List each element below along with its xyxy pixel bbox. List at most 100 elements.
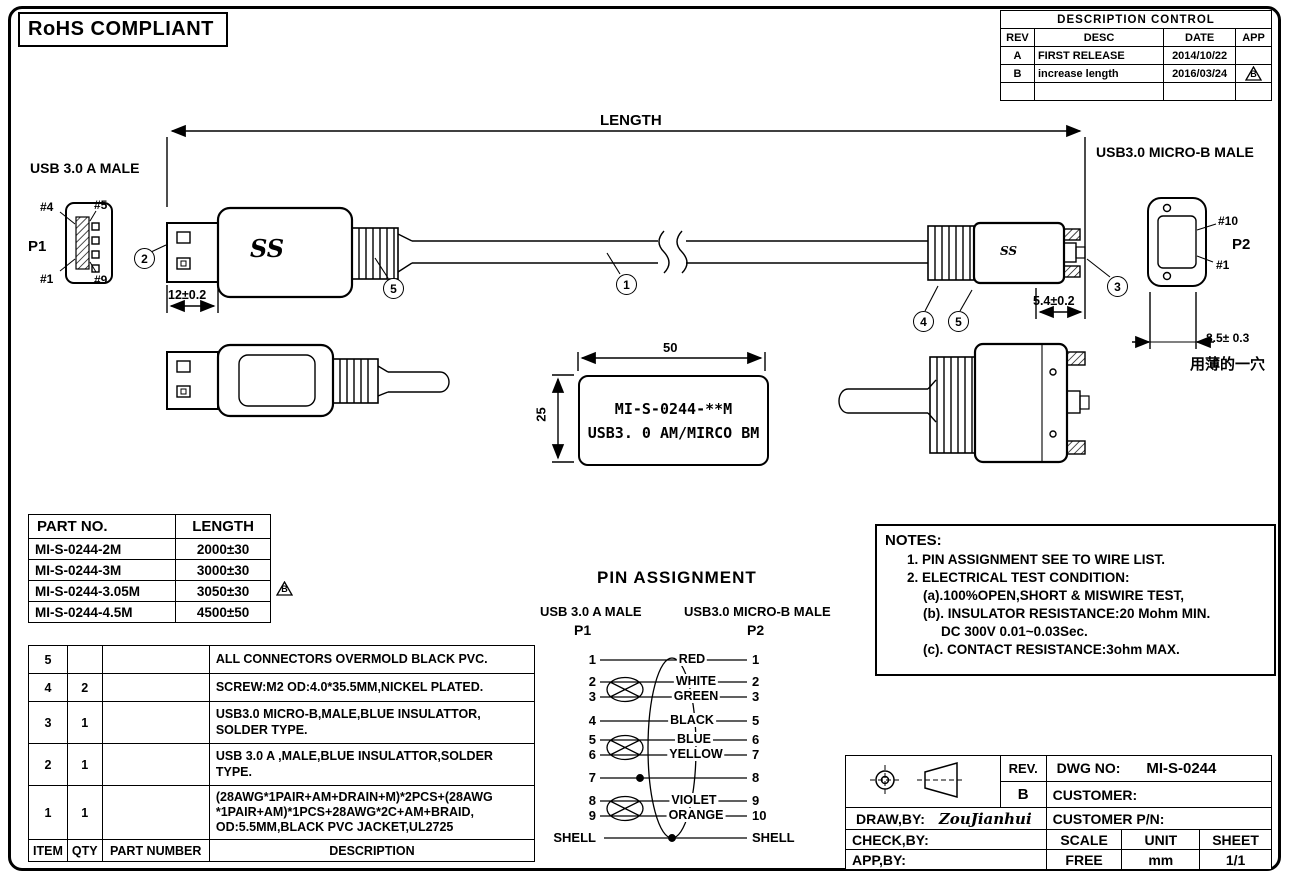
wire-color-label: ORANGE [666,808,726,822]
description-control-table: DESCRIPTION CONTROL REV DESC DATE APP A … [1000,10,1272,101]
table-row: 1 1 (28AWG*1PAIR+AM+DRAIN+M)*2PCS+(28AWG… [28,785,536,840]
length-cell: 2000±30 [175,538,271,560]
usb-a-connector-top [166,206,413,299]
dwg-no-value: MI-S-0244 [1146,760,1217,777]
item-cell: 3 [28,701,68,744]
rev-cell: B [1000,64,1035,83]
table-row: MI-S-0244-4.5M 4500±50 [27,601,271,623]
app-cell: B [1235,64,1272,83]
pin-left: 8 [588,793,596,808]
desc-cell: increase length [1033,64,1165,83]
note-line: (c). CONTACT RESISTANCE:3ohm MAX. [923,642,1180,657]
pin-left: 6 [588,747,596,762]
superspeed-logo-small-icon: SS [1000,244,1018,258]
dim-12 [166,285,219,313]
sheet-border [8,6,1281,871]
title-block: REV. DWG NO: MI-S-0244 B CUSTOMER: DRAW,… [845,755,1273,870]
empty-cell [1000,82,1035,101]
customer-cell: CUSTOMER: [1045,781,1273,808]
micro-b-connector-top [927,221,1086,285]
notes-title: NOTES: [885,532,942,549]
table-row: MI-S-0244-3M 3000±30 [27,559,271,581]
col-footer-description: DESCRIPTION [208,839,536,862]
qty-cell: 2 [66,673,103,702]
callout-1: 1 [616,274,637,295]
pin-left: 4 [588,713,596,728]
label-box-dims [551,351,766,463]
part-length-table: PART NO. LENGTH MI-S-0244-2M 2000±30 MI-… [27,514,271,623]
length-cell: 4500±50 [175,601,271,623]
pin-left: 5 [588,732,596,747]
table-row: B increase length 2016/03/24 B [1000,64,1272,83]
scale-header: SCALE [1045,829,1123,850]
dim-8-5 [1132,292,1214,349]
micro-b-connector-bottom [838,342,1090,464]
table-row: CHECK,BY: SCALE UNIT SHEET [845,829,1272,850]
description-cell: (28AWG*1PAIR+AM+DRAIN+M)*2PCS+(28AWG *1P… [208,785,536,840]
table-row: A FIRST RELEASE 2014/10/22 [1000,46,1272,65]
label-line-2: USB3. 0 AM/MIRCO BM [587,423,760,442]
revision-letter: B [281,584,288,595]
col-header-desc: DESC [1033,28,1165,47]
part-no-cell: MI-S-0244-4.5M [27,601,177,623]
callout-5b: 5 [948,311,969,332]
pin-right: 5 [752,713,760,728]
note-line: 1. PIN ASSIGNMENT SEE TO WIRE LIST. [907,552,1166,567]
unit-header: UNIT [1121,829,1201,850]
pin-left: 7 [588,770,596,785]
pin-left: 3 [588,689,596,704]
callout-3: 3 [1107,276,1128,297]
part-no-cell: MI-S-0244-3.05M [27,580,177,602]
check-by-cell: CHECK,BY: [845,829,1047,850]
col-header-app: APP [1235,28,1272,47]
callout-2: 2 [134,248,155,269]
revision-triangle: B [1245,66,1263,81]
rev-value: B [999,781,1047,808]
dim-8-5-label: 8.5± 0.3 [1206,331,1250,345]
usb-a-male-label: USB 3.0 A MALE [30,160,140,176]
part-no-cell: MI-S-0244-3M [27,559,177,581]
pin-right: 2 [752,674,760,689]
date-cell: 2016/03/24 [1163,64,1237,83]
table-row: DESCRIPTION CONTROL [1000,10,1272,29]
draw-by-label: DRAW,BY: [856,810,925,827]
pin-1-right-label: #1 [1216,258,1230,272]
part-number-cell [101,743,210,786]
table-row: REV. DWG NO: MI-S-0244 [845,755,1273,808]
table-row: 3 1 USB3.0 MICRO-B,MALE,BLUE INSULATTOR,… [28,701,536,744]
item-cell: 1 [28,785,68,840]
note-line: (b). INSULATOR RESISTANCE:20 Mohm MIN. [923,606,1211,621]
col-footer-item: ITEM [28,839,68,862]
wire-color-label: GREEN [671,689,721,703]
description-cell: USB 3.0 A ,MALE,BLUE INSULATTOR,SOLDER T… [208,743,536,786]
sheet-header: SHEET [1199,829,1272,850]
dim-50-label: 50 [663,340,678,355]
pin-right: 6 [752,732,760,747]
table-row: REV DESC DATE APP [1000,28,1272,47]
unit-value: mm [1121,849,1201,870]
col-footer-part-number: PART NUMBER [101,839,210,862]
p1-label: P1 [28,238,47,255]
table-row: MI-S-0244-3.05M 3050±30 [27,580,271,602]
table-row: MI-S-0244-2M 2000±30 [27,538,271,560]
pin-left-shell: SHELL [553,830,596,845]
col-header-part-no: PART NO. [27,514,177,539]
pin-right: 8 [752,770,760,785]
wire-color-label: YELLOW [667,747,725,761]
pin-assignment-wires [600,657,747,842]
item-cell: 4 [28,673,68,702]
micro-b-face-view [1147,197,1217,287]
notes-box: NOTES: 1. PIN ASSIGNMENT SEE TO WIRE LIS… [875,524,1276,676]
col-header-length: LENGTH [175,514,271,539]
description-cell: ALL CONNECTORS OVERMOLD BLACK PVC. [208,645,536,674]
app-by-cell: APP,BY: [845,849,1047,870]
pin-right: 9 [752,793,760,808]
table-row: 5 ALL CONNECTORS OVERMOLD BLACK PVC. [28,645,536,674]
description-cell: SCREW:M2 OD:4.0*35.5MM,NICKEL PLATED. [208,673,536,702]
pin-4-label: #4 [40,200,54,214]
superspeed-logo-icon: SS [250,234,285,263]
wire-color-label: BLACK [668,713,716,727]
dwg-no-cell: DWG NO: MI-S-0244 [1045,755,1273,782]
length-cell: 3050±30 [175,580,271,602]
projection-symbol-icon [845,755,1001,808]
